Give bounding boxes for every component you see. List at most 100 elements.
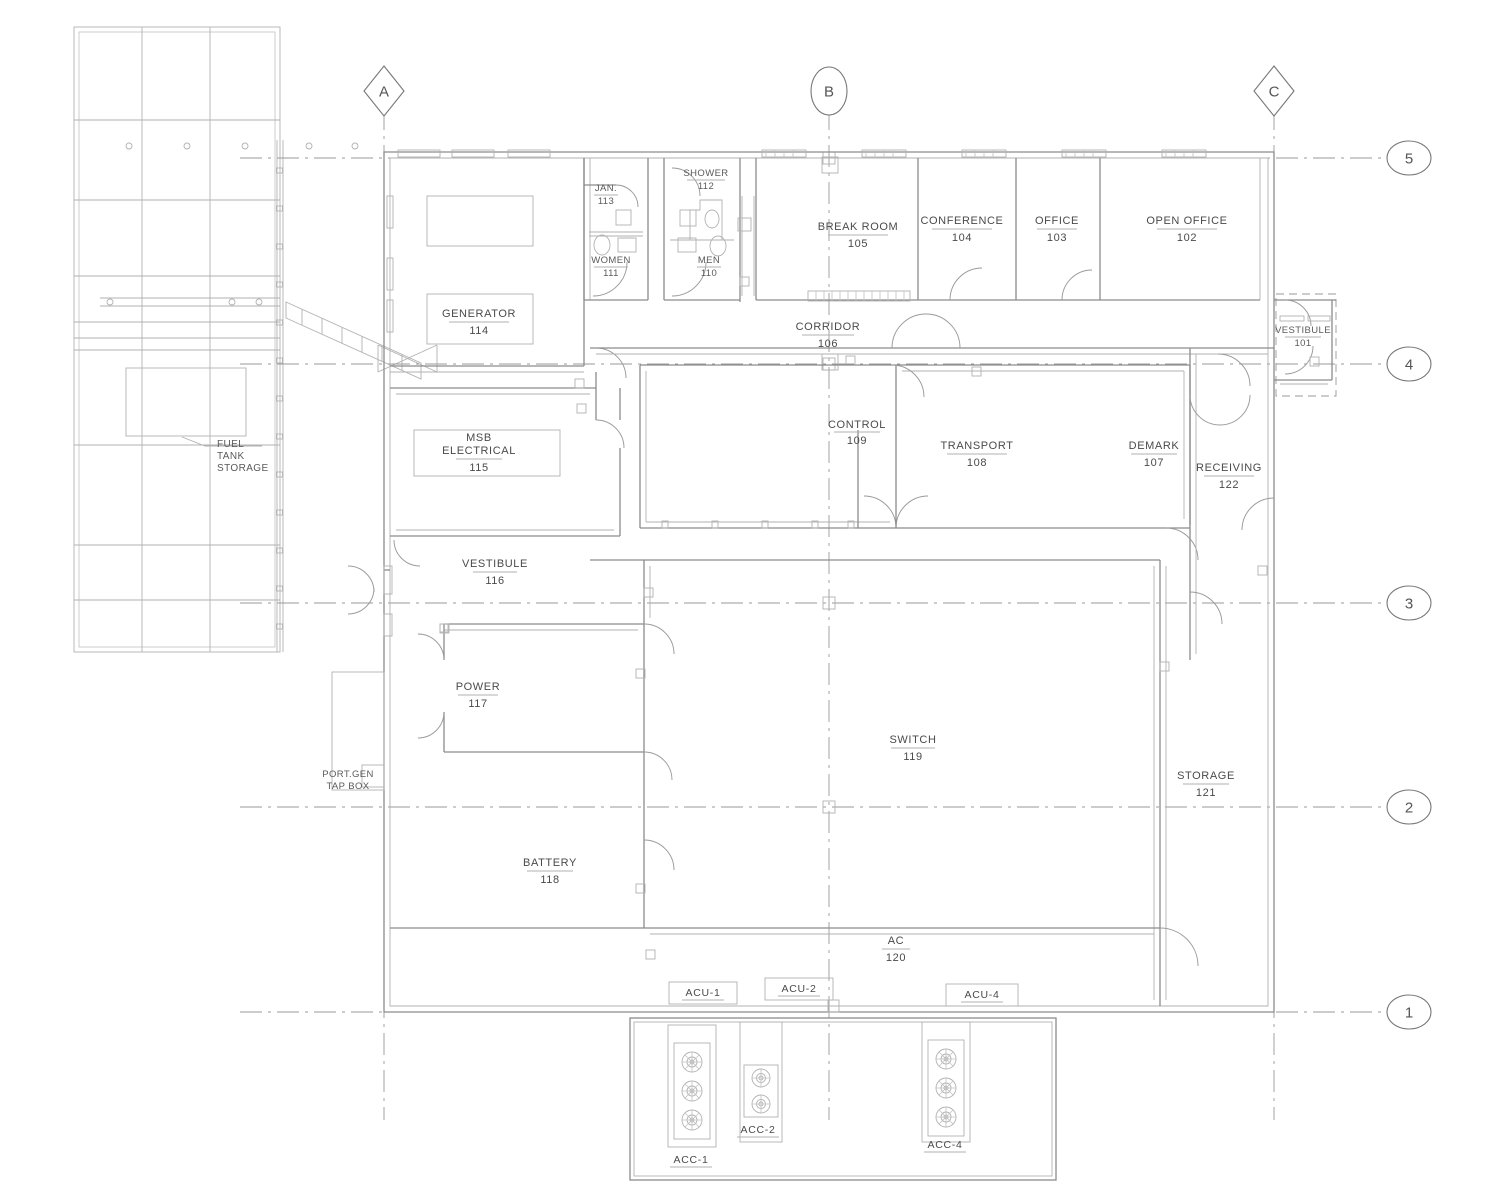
svg-text:5: 5 <box>1405 151 1413 168</box>
svg-text:1: 1 <box>1405 1005 1413 1022</box>
svg-text:ACC-2: ACC-2 <box>740 1124 775 1136</box>
room-label-corridor: CORRIDOR 106 <box>796 321 861 350</box>
corridor-106 <box>590 313 1274 387</box>
generator-equipment-a <box>426 195 534 247</box>
svg-text:RECEIVING: RECEIVING <box>1196 462 1262 474</box>
condenser-acc-2: ACC-2 <box>737 1021 783 1143</box>
battery-118 <box>331 671 675 960</box>
generator-equipment-b <box>426 293 534 345</box>
svg-text:ELECTRICAL: ELECTRICAL <box>442 445 516 457</box>
room-label-battery: BATTERY 118 <box>523 857 577 886</box>
condenser-fans <box>751 1068 771 1114</box>
grid-bubble-A[interactable]: A <box>363 65 405 117</box>
grid-bubble-5[interactable]: 5 <box>1386 140 1432 176</box>
svg-text:ACC-1: ACC-1 <box>673 1154 708 1166</box>
wc-fixture <box>593 234 611 256</box>
svg-text:122: 122 <box>1219 479 1239 491</box>
svg-text:TAP BOX: TAP BOX <box>326 781 369 792</box>
grid-bubble-1[interactable]: 1 <box>1386 994 1432 1030</box>
room-label-switch: SWITCH 119 <box>890 734 937 763</box>
room-label-demark: DEMARK 107 <box>1129 440 1180 469</box>
grid-bubble-4[interactable]: 4 <box>1386 346 1432 382</box>
ac-room-120 <box>650 933 1154 1013</box>
svg-text:4: 4 <box>1405 357 1413 374</box>
exterior-ramp <box>285 301 438 380</box>
condenser-pad <box>629 1017 1057 1181</box>
svg-text:BATTERY: BATTERY <box>523 857 577 869</box>
svg-text:111: 111 <box>603 268 619 279</box>
svg-text:ACU-4: ACU-4 <box>964 989 999 1001</box>
svg-text:107: 107 <box>1144 457 1164 469</box>
svg-text:106: 106 <box>818 338 838 350</box>
exterior-windows-north <box>397 149 1207 174</box>
svg-text:SWITCH: SWITCH <box>890 734 937 746</box>
grid-bubble-C[interactable]: C <box>1253 65 1295 117</box>
svg-text:B: B <box>824 84 834 101</box>
svg-text:VESTIBULE: VESTIBULE <box>462 558 528 570</box>
svg-text:DEMARK: DEMARK <box>1129 440 1180 452</box>
break-room <box>755 158 919 302</box>
svg-text:114: 114 <box>469 325 488 337</box>
svg-text:115: 115 <box>469 462 488 474</box>
receiving-122 <box>1189 348 1320 660</box>
svg-text:102: 102 <box>1177 232 1197 244</box>
room-label-transport: TRANSPORT 108 <box>940 440 1013 469</box>
msb-electrical-room <box>390 347 627 537</box>
power-117 <box>417 623 675 760</box>
room-label-shower: SHOWER 112 <box>683 168 728 192</box>
svg-text:MEN: MEN <box>698 255 720 266</box>
svg-text:TANK: TANK <box>217 451 245 462</box>
svg-text:104: 104 <box>952 232 972 244</box>
svg-text:CORRIDOR: CORRIDOR <box>796 321 861 333</box>
svg-text:2: 2 <box>1405 800 1413 817</box>
room-label-men: MEN 110 <box>697 255 721 279</box>
svg-text:A: A <box>379 84 389 101</box>
svg-text:FUEL: FUEL <box>217 439 244 450</box>
bollard-markers <box>106 142 359 306</box>
svg-text:PORT.GEN: PORT.GEN <box>322 769 374 780</box>
acu-1-box <box>668 981 738 1005</box>
svg-text:120: 120 <box>886 952 906 964</box>
switch-119 <box>439 559 1170 1006</box>
svg-text:ACU-1: ACU-1 <box>685 987 720 999</box>
grid-bubble-3[interactable]: 3 <box>1386 585 1432 621</box>
svg-text:110: 110 <box>701 268 717 279</box>
svg-text:OFFICE: OFFICE <box>1035 215 1079 227</box>
svg-text:POWER: POWER <box>456 681 501 693</box>
room-label-msb: MSB ELECTRICAL 115 <box>442 432 516 474</box>
grid-bubble-2[interactable]: 2 <box>1386 789 1432 825</box>
grid-bubble-B[interactable]: B <box>810 66 848 116</box>
svg-text:121: 121 <box>1196 787 1216 799</box>
svg-text:117: 117 <box>468 698 487 710</box>
svg-text:103: 103 <box>1047 232 1067 244</box>
room-label-power: POWER 117 <box>456 681 501 710</box>
svg-text:AC: AC <box>888 935 904 947</box>
svg-text:GENERATOR: GENERATOR <box>442 308 516 320</box>
room-label-receiving: RECEIVING 122 <box>1196 462 1262 491</box>
room-label-ac: AC 120 <box>882 935 910 964</box>
room-label-open-office: OPEN OFFICE 102 <box>1146 215 1227 244</box>
acu-4-box <box>945 983 1019 1007</box>
room-label-office-103: OFFICE 103 <box>1035 215 1079 244</box>
msb-equipment <box>413 429 561 477</box>
svg-text:JAN.: JAN. <box>595 183 617 194</box>
room-label-jan: JAN. 113 <box>594 183 618 207</box>
svg-text:108: 108 <box>967 457 987 469</box>
svg-text:BREAK ROOM: BREAK ROOM <box>818 221 899 233</box>
jan-sink <box>615 209 632 226</box>
restroom-block <box>583 158 755 302</box>
room-label-women: WOMEN 111 <box>591 255 630 279</box>
condenser-acc-1: ACC-1 <box>667 1024 717 1168</box>
condenser-fans <box>681 1051 703 1131</box>
vestibule-101 <box>1274 293 1337 397</box>
room-label-conference: CONFERENCE 104 <box>920 215 1002 244</box>
conference-room <box>918 158 1017 301</box>
corridor-door <box>821 353 839 371</box>
fence-posts <box>276 167 283 630</box>
svg-text:105: 105 <box>848 238 868 250</box>
svg-text:TRANSPORT: TRANSPORT <box>940 440 1013 452</box>
svg-text:ACC-4: ACC-4 <box>927 1139 962 1151</box>
svg-text:STORAGE: STORAGE <box>1177 770 1235 782</box>
svg-text:WOMEN: WOMEN <box>591 255 630 266</box>
